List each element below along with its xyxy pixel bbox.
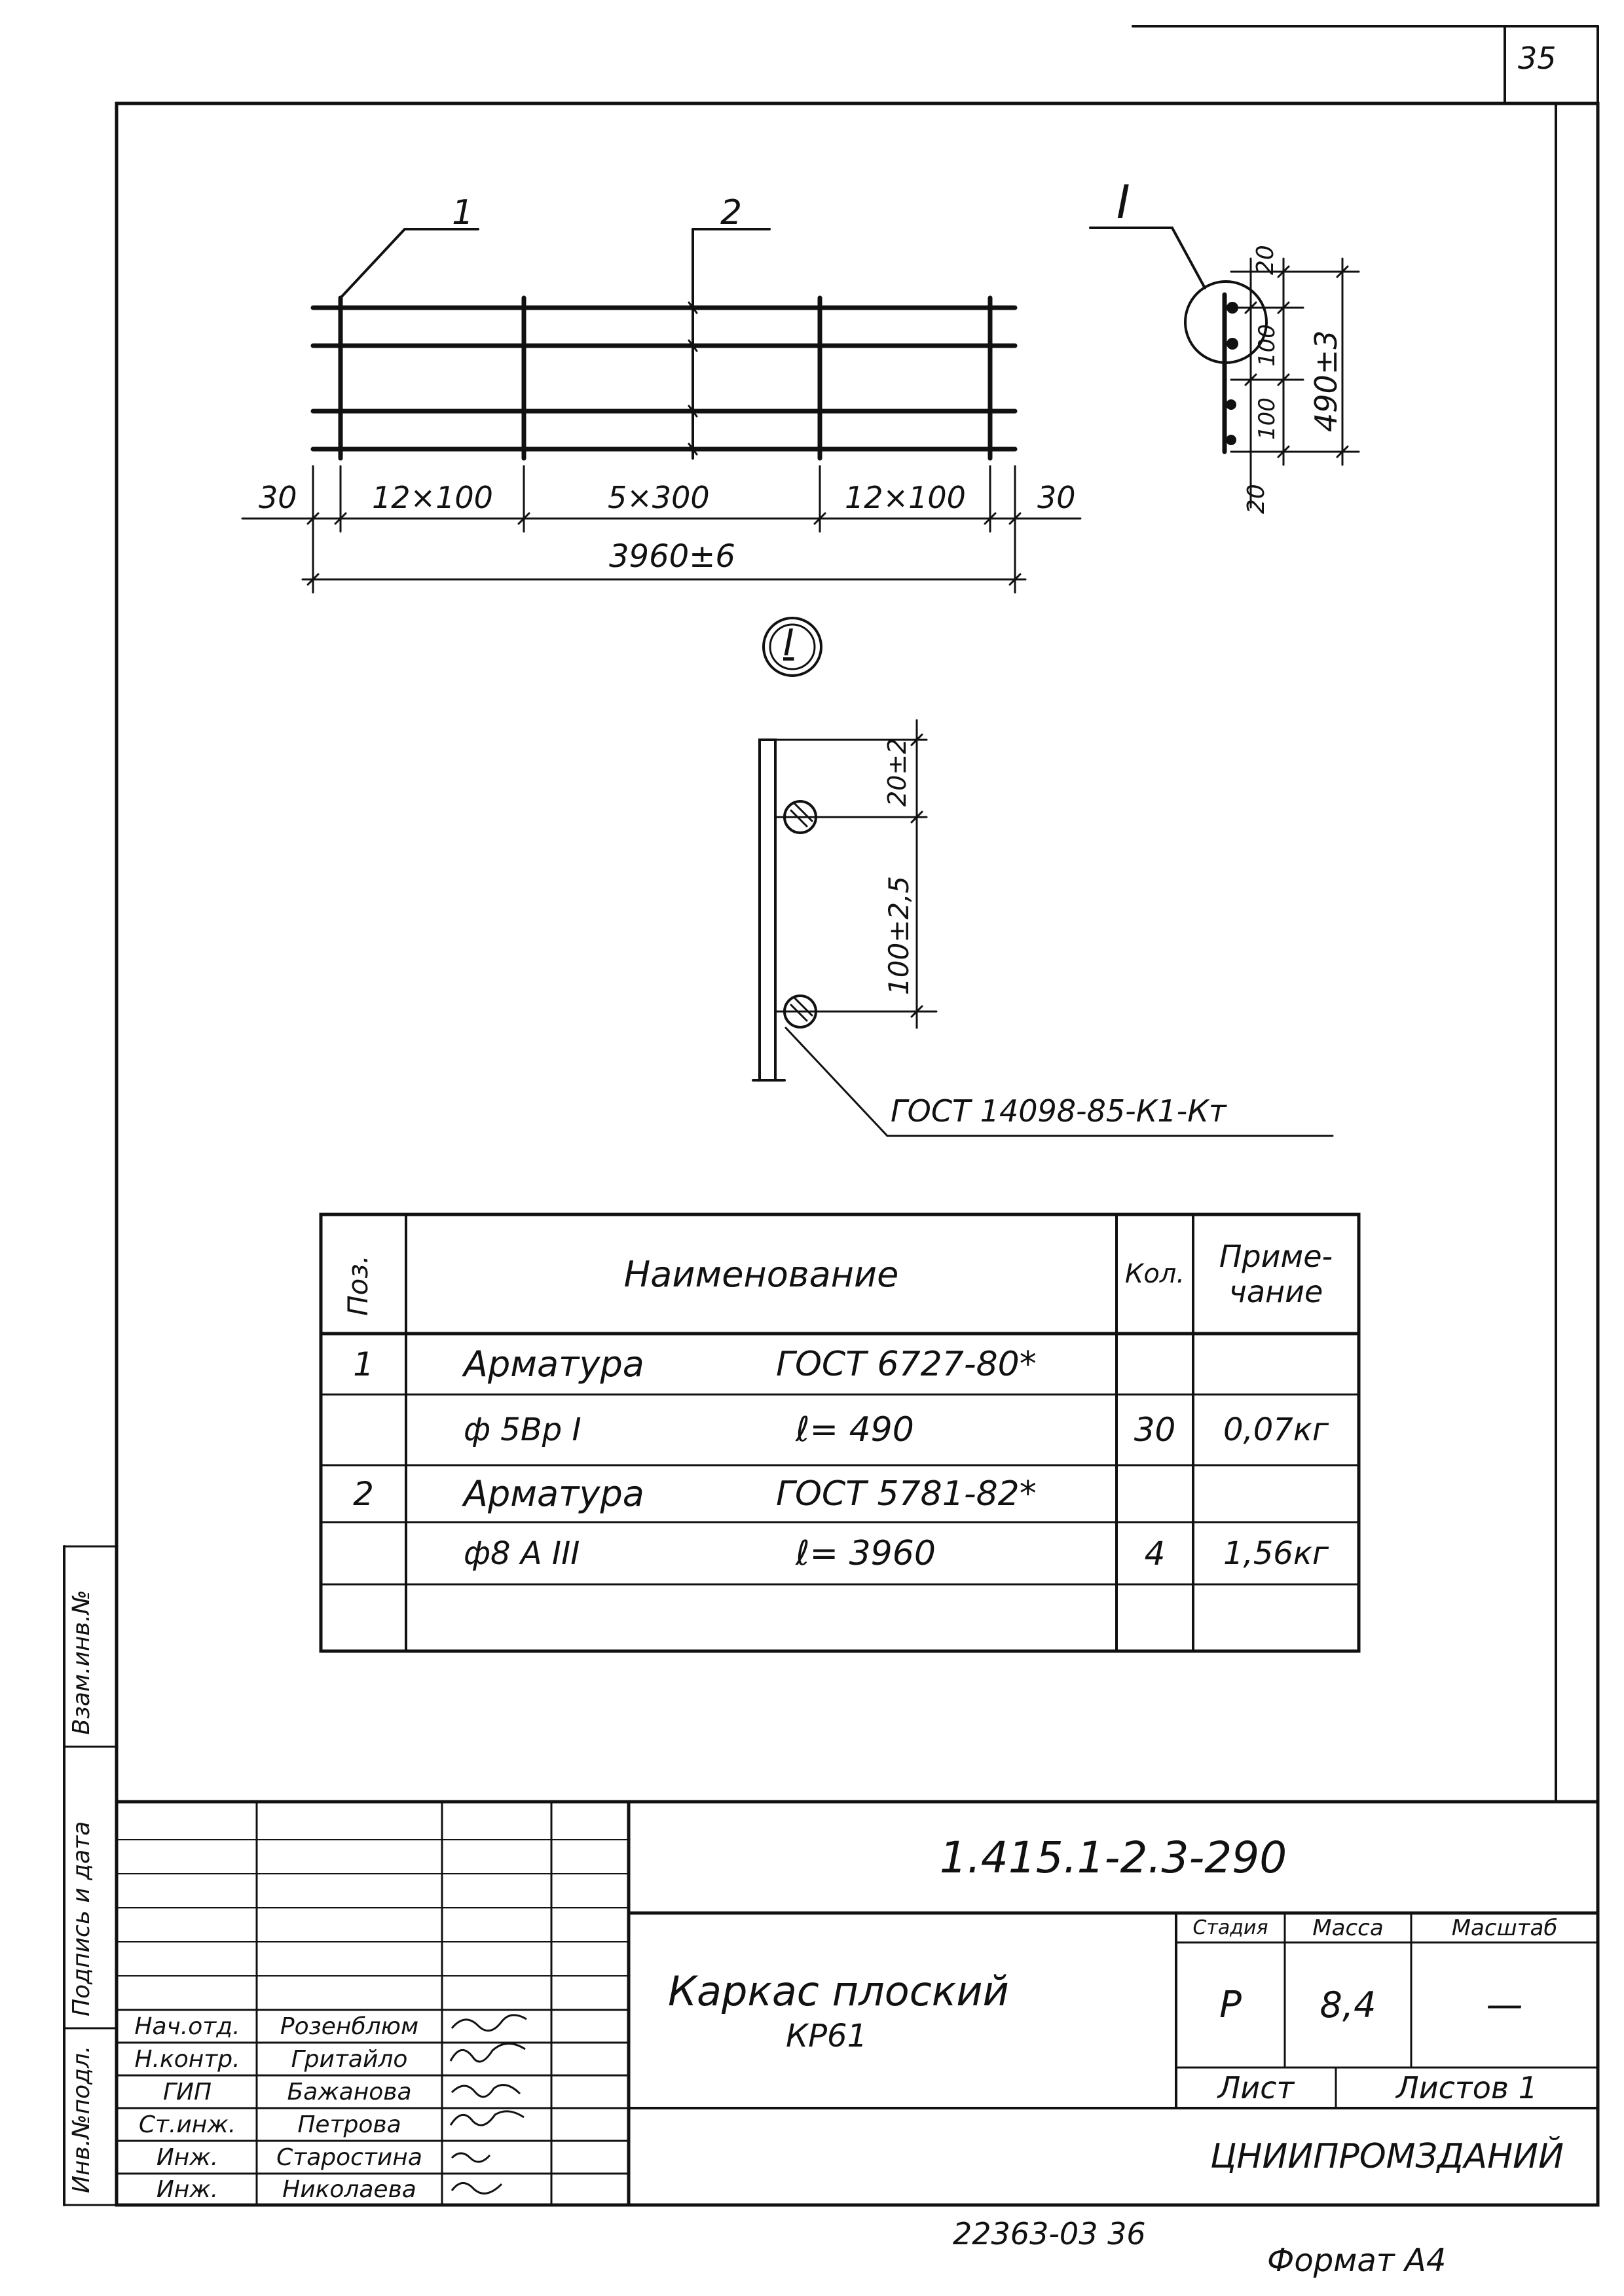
stage-value: Р	[1219, 1984, 1242, 2026]
col-header-name: Наименование	[623, 1253, 899, 1295]
side-dim-100-lower: 100	[1254, 397, 1280, 440]
staff-name-2: Гритайло	[291, 2045, 408, 2073]
scale-value: —	[1486, 1984, 1523, 2026]
table-row-3-name: Арматура	[464, 1473, 644, 1514]
detail-dim-20: 20±2	[883, 738, 912, 807]
table-row-4-note: 1,56кг	[1223, 1535, 1329, 1572]
position-label-1: 1	[452, 193, 474, 232]
stage-label: Стадия	[1192, 1916, 1268, 1939]
table-row-4-qty: 4	[1144, 1534, 1166, 1573]
dim-end-right: 30	[1037, 480, 1076, 515]
page-number: 35	[1518, 41, 1557, 76]
weld-standard: ГОСТ 14098-85-К1-Кт	[891, 1093, 1227, 1129]
overall-dimension: 3960±6	[609, 538, 735, 575]
detail-mark: I	[783, 622, 794, 665]
table-row-1-pos: 1	[353, 1345, 374, 1383]
strip-inv-original: Инв.№подл.	[68, 2045, 95, 2193]
table-row-2-qty: 30	[1134, 1411, 1176, 1449]
staff-role-4: Ст.инж.	[138, 2111, 236, 2138]
table-row-4-std: ℓ= 3960	[796, 1533, 936, 1573]
dim-end-left: 30	[259, 480, 297, 515]
mass-value: 8,4	[1320, 1984, 1376, 2026]
staff-name-1: Розенблюм	[280, 2013, 419, 2040]
sheet-format: Формат А4	[1267, 2242, 1447, 2279]
staff-name-4: Петрова	[297, 2111, 401, 2138]
table-row-1-std: ГОСТ 6727-80*	[776, 1344, 1037, 1384]
mass-label: Масса	[1312, 1914, 1384, 1941]
table-row-3-std: ГОСТ 5781-82*	[776, 1474, 1037, 1514]
position-label-2: 2	[720, 193, 743, 232]
detail-dim-100: 100±2,5	[883, 875, 915, 995]
staff-name-3: Бажанова	[287, 2078, 412, 2105]
col-header-note: Приме- чание	[1219, 1239, 1333, 1309]
dim-12x100-right: 12×100	[845, 480, 966, 515]
staff-role-6: Инж.	[156, 2176, 219, 2203]
table-row-2-name: ф 5Вр I	[464, 1412, 581, 1448]
staff-name-6: Николаева	[282, 2176, 416, 2203]
side-dim-overall: 490±3	[1308, 330, 1344, 432]
footer-code: 22363-03 36	[953, 2216, 1146, 2251]
side-dim-20-top: 20	[1252, 245, 1279, 275]
staff-role-5: Инж.	[156, 2143, 219, 2171]
document-code: 1.415.1-2.3-290	[939, 1832, 1287, 1883]
organization-name: ЦНИИПРОМЗДАНИЙ	[1210, 2137, 1564, 2176]
table-row-2-std: ℓ= 490	[796, 1410, 914, 1449]
strip-signature-date: Подпись и дата	[68, 1821, 95, 2016]
table-row-4-name: ф8 А III	[464, 1535, 580, 1572]
dim-5x300: 5×300	[608, 480, 710, 515]
scale-label: Масштаб	[1451, 1914, 1558, 1941]
col-header-qty: Кол.	[1124, 1259, 1185, 1289]
side-dim-100-upper: 100	[1254, 324, 1280, 367]
table-row-1-name: Арматура	[464, 1343, 644, 1385]
staff-role-2: Н.контр.	[134, 2045, 240, 2073]
dim-12x100-left: 12×100	[372, 480, 493, 515]
sheets-label: Листов 1	[1396, 2070, 1538, 2105]
section-mark: I	[1116, 175, 1130, 229]
sheet-label: Лист	[1217, 2070, 1295, 2105]
staff-name-5: Старостина	[276, 2143, 422, 2171]
col-header-pos: Поз.	[342, 1255, 374, 1316]
document-mark: КР61	[786, 2018, 868, 2054]
strip-replace-inv: Взам.инв.№	[68, 1590, 95, 1735]
staff-role-3: ГИП	[162, 2078, 212, 2105]
signatures	[449, 2014, 527, 2195]
staff-role-1: Нач.отд.	[134, 2013, 240, 2040]
side-dim-20-bottom: 20	[1243, 484, 1270, 514]
table-row-3-pos: 2	[353, 1474, 374, 1513]
table-row-2-note: 0,07кг	[1223, 1412, 1329, 1448]
document-title: Каркас плоский	[668, 1967, 1009, 2015]
